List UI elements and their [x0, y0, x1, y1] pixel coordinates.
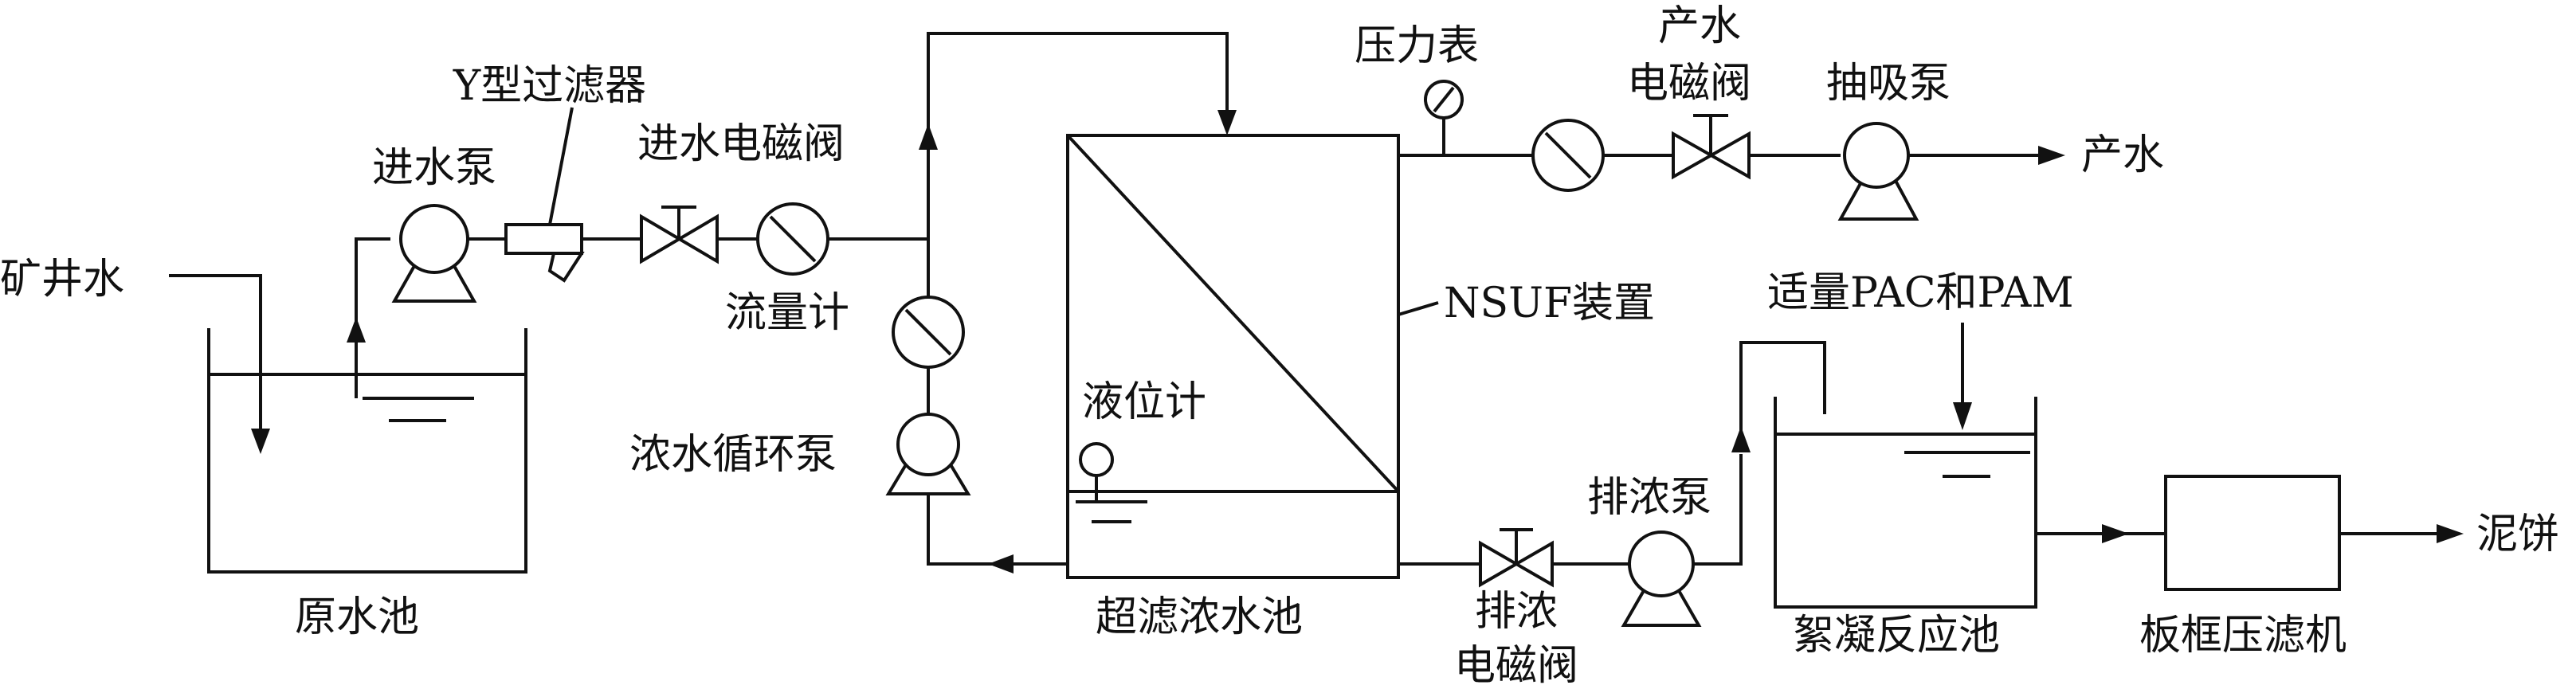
uf-feed-line — [919, 32, 1237, 296]
discharge-pump-label: 排浓泵 — [1587, 474, 1711, 522]
raw-water-suction-line — [347, 237, 390, 398]
product-water-outlet-line — [1908, 146, 2065, 165]
uf-concentrate-tank-label: 超滤浓水池 — [1096, 593, 1303, 641]
concentrate-return-line — [927, 494, 1068, 574]
discharge-riser-line — [1693, 341, 1826, 566]
y-filter-label: Y型过滤器 — [453, 62, 646, 110]
mine-water-inlet-line — [169, 274, 270, 454]
product-flowmeter-icon — [1531, 119, 1605, 192]
concentrate-circulation-pump-label: 浓水循环泵 — [629, 431, 837, 479]
concentrate-circulation-pump-icon — [885, 413, 971, 495]
tank-to-press-line — [2036, 524, 2166, 543]
inlet-solenoid-valve-label: 进水电磁阀 — [637, 120, 845, 168]
discharge-solenoid-valve-label-2: 电磁阀 — [1454, 642, 1578, 690]
inlet-pump-label: 进水泵 — [372, 144, 496, 192]
nsuf-leader — [1398, 301, 1439, 316]
flocculation-tank — [1774, 397, 2037, 609]
mine-water-label: 矿井水 — [0, 256, 124, 303]
flowmeter-label: 流量计 — [725, 289, 849, 337]
level-gauge-label: 液位计 — [1082, 378, 1206, 426]
level-gauge-icon — [1079, 442, 1114, 502]
raw-water-tank-label: 原水池 — [295, 593, 419, 641]
y-filter-leader — [548, 107, 574, 225]
inlet-solenoid-valve-icon — [640, 206, 719, 264]
y-filter-icon — [504, 223, 585, 283]
pressure-gauge-icon — [1424, 80, 1464, 155]
nsuf-device-label: NSUF装置 — [1444, 280, 1655, 327]
discharge-pump-icon — [1621, 531, 1702, 627]
sludge-outlet-line — [2339, 524, 2464, 543]
product-solenoid-valve-label-1: 产水 — [1658, 2, 1741, 50]
pac-pam-dosing-line — [1953, 323, 1972, 430]
pressure-gauge-label: 压力表 — [1355, 22, 1479, 70]
product-solenoid-valve-icon — [1672, 114, 1751, 180]
discharge-solenoid-valve-label-1: 排浓 — [1475, 588, 1558, 636]
product-solenoid-valve-label-2: 电磁阀 — [1627, 60, 1751, 108]
flocculation-tank-label: 絮凝反应池 — [1793, 612, 2000, 660]
circulation-flowmeter-icon — [892, 296, 965, 369]
nsuf-device — [1066, 134, 1400, 579]
filter-press-box — [2164, 475, 2341, 591]
raw-water-tank — [207, 328, 527, 574]
product-water-label: 产水 — [2081, 131, 2164, 179]
discharge-solenoid-valve-icon — [1479, 528, 1554, 588]
filter-press-label: 板框压滤机 — [2139, 612, 2347, 660]
inlet-pump-icon — [391, 204, 477, 303]
flowmeter-icon — [756, 202, 829, 276]
pac-pam-label: 适量PAC和PAM — [1767, 269, 2074, 317]
suction-pump-icon — [1837, 122, 1919, 221]
suction-pump-label: 抽吸泵 — [1826, 60, 1951, 108]
sludge-cake-label: 泥饼 — [2476, 511, 2559, 558]
